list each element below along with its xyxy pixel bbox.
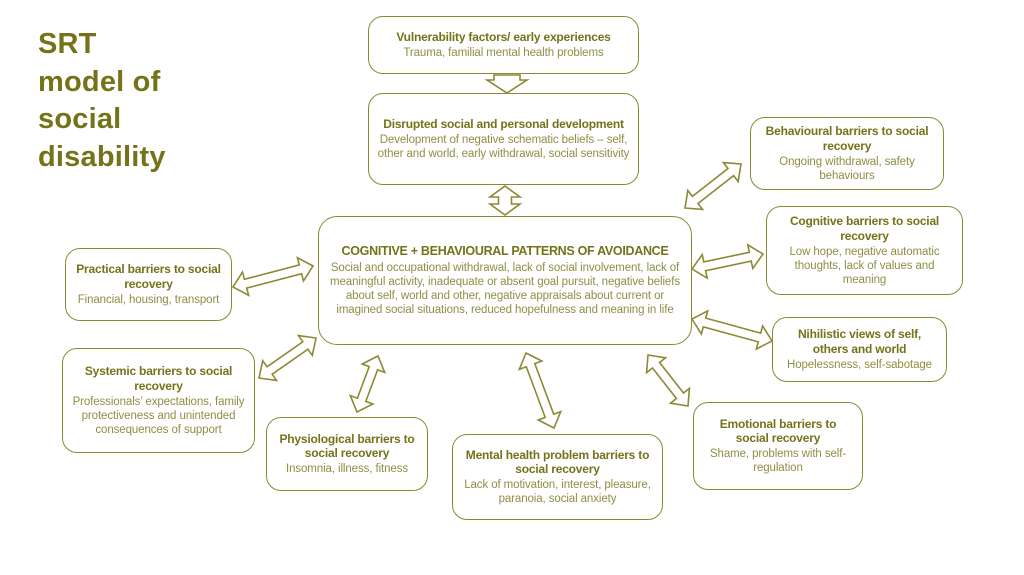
page-title: SRT model of social disability — [38, 28, 166, 174]
box-cognitive-heading: Cognitive barriers to social recovery — [789, 214, 940, 243]
box-mental-health-barriers: Mental health problem barriers to social… — [452, 434, 663, 520]
arrow-central-behavioural — [684, 161, 742, 211]
box-physiological-body: Insomnia, illness, fitness — [285, 463, 409, 476]
box-systemic-heading: Systemic barriers to social recovery — [84, 364, 233, 393]
arrow-central-practical — [231, 256, 315, 297]
box-systemic-body: Professionals’ expectations, family prot… — [72, 395, 245, 436]
arrow-central-systemic — [258, 334, 317, 382]
box-nihilistic-views: Nihilistic views of self, others and wor… — [772, 317, 947, 382]
arrow-central-nihilistic — [690, 309, 774, 351]
box-vulnerability-body: Trauma, familial mental health problems — [403, 46, 604, 59]
box-vulnerability-factors: Vulnerability factors/ early experiences… — [368, 16, 639, 74]
box-disrupted-body: Development of negative schematic belief… — [377, 133, 630, 160]
box-physiological-heading: Physiological barriers to social recover… — [279, 431, 415, 461]
box-mental-heading: Mental health problem barriers to social… — [465, 447, 650, 477]
box-practical-barriers: Practical barriers to social recovery Fi… — [65, 248, 232, 321]
box-mental-body: Lack of motivation, interest, pleasure, … — [464, 479, 651, 506]
arrow-central-mental — [517, 351, 563, 430]
box-emotional-barriers: Emotional barriers to social recovery Sh… — [693, 402, 863, 490]
box-nihilistic-body: Hopelessness, self-sabotage — [787, 358, 932, 371]
box-systemic-barriers: Systemic barriers to social recovery Pro… — [62, 348, 255, 453]
box-physiological-barriers: Physiological barriers to social recover… — [266, 417, 428, 491]
box-vulnerability-heading: Vulnerability factors/ early experiences — [396, 30, 611, 45]
arrow-disrupted-central — [487, 185, 523, 216]
box-cognitive-barriers: Cognitive barriers to social recovery Lo… — [766, 206, 963, 295]
box-practical-body: Financial, housing, transport — [77, 293, 220, 306]
box-practical-heading: Practical barriers to social recovery — [76, 262, 221, 291]
box-nihilistic-heading: Nihilistic views of self, others and wor… — [797, 327, 922, 356]
box-emotional-body: Shame, problems with self-regulation — [709, 448, 847, 475]
box-behavioural-barriers: Behavioural barriers to social recovery … — [750, 117, 944, 190]
box-avoidance-heading: COGNITIVE + BEHAVIOURAL PATTERNS OF AVOI… — [341, 244, 669, 259]
box-avoidance-patterns: COGNITIVE + BEHAVIOURAL PATTERNS OF AVOI… — [318, 216, 692, 345]
arrow-central-physiological — [348, 354, 387, 414]
box-behavioural-body: Ongoing withdrawal, safety behaviours — [779, 155, 915, 182]
arrow-central-cognitive — [690, 243, 765, 280]
box-disrupted-heading: Disrupted social and personal developmen… — [383, 117, 624, 132]
arrow-central-emotional — [645, 354, 691, 407]
arrow-vulnerability-to-disrupted — [484, 74, 530, 94]
box-cognitive-body: Low hope, negative automatic thoughts, l… — [789, 245, 940, 286]
box-emotional-heading: Emotional barriers to social recovery — [719, 416, 837, 446]
box-avoidance-body: Social and occupational withdrawal, lack… — [330, 261, 680, 316]
box-disrupted-development: Disrupted social and personal developmen… — [368, 93, 639, 185]
box-behavioural-heading: Behavioural barriers to social recovery — [765, 124, 929, 153]
